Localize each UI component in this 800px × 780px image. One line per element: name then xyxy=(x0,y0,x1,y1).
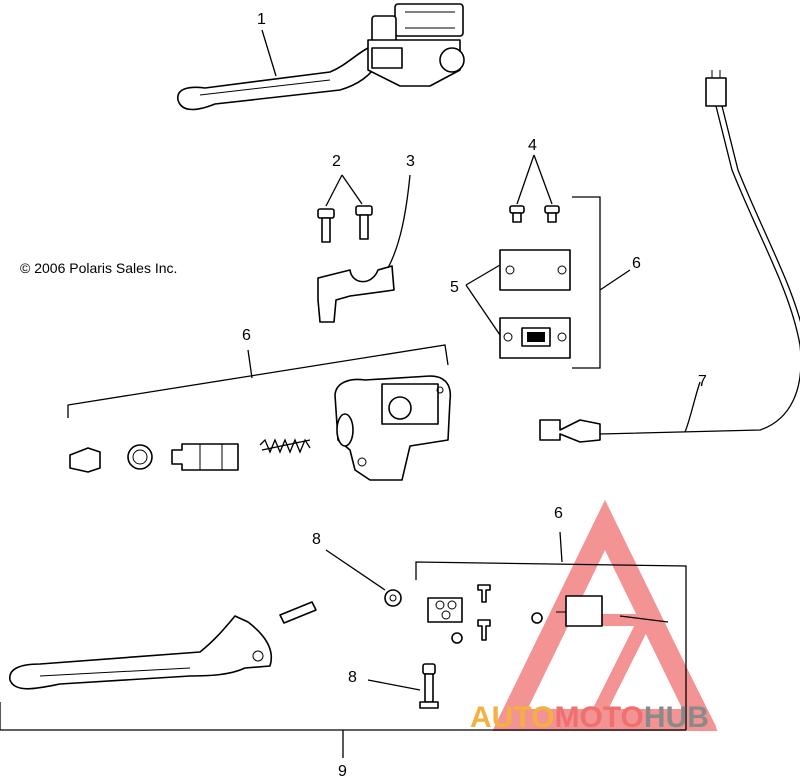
callout-8-top: 8 xyxy=(312,531,321,548)
callout-3: 3 xyxy=(406,153,415,170)
watermark-text-auto: AUTO xyxy=(470,701,554,734)
kit-bracket-bottom xyxy=(415,531,687,730)
master-cylinder-assembly xyxy=(177,3,465,111)
watermark-text-hub: HUB xyxy=(644,701,709,734)
callout-7: 7 xyxy=(698,373,707,390)
brake-switch-cable xyxy=(539,70,800,443)
callout-8-bottom: 8 xyxy=(348,669,357,686)
leader-1 xyxy=(261,29,277,77)
clamp-bolts xyxy=(317,174,373,243)
master-cylinder-body xyxy=(334,375,452,481)
pivot-pin xyxy=(279,601,317,624)
kit-bracket-middle xyxy=(67,344,449,418)
watermark-text-moto: MOTO xyxy=(554,701,643,734)
reservoir-cover-and-diaphragm xyxy=(465,249,571,359)
callout-5: 5 xyxy=(450,279,459,296)
callout-9: 9 xyxy=(338,763,347,780)
lever-kit-parts xyxy=(427,584,669,644)
callout-6-bottom: 6 xyxy=(554,505,563,522)
brake-lever xyxy=(9,615,272,690)
pivot-washer xyxy=(325,549,402,607)
callout-6-right: 6 xyxy=(632,255,641,272)
callout-2: 2 xyxy=(332,153,341,170)
copyright-notice: © 2006 Polaris Sales Inc. xyxy=(20,260,177,276)
kit-bracket-right xyxy=(572,196,631,369)
cover-screws xyxy=(509,154,560,223)
assembly-bracket-bottom xyxy=(0,702,686,758)
watermark-text: AUTOMOTOHUB xyxy=(470,701,709,734)
pivot-bolt xyxy=(367,663,439,709)
callout-1: 1 xyxy=(257,11,266,28)
callout-4: 4 xyxy=(528,137,537,154)
callout-6-middle: 6 xyxy=(242,327,251,344)
piston-kit xyxy=(69,438,311,473)
handlebar-clamp xyxy=(317,174,411,323)
